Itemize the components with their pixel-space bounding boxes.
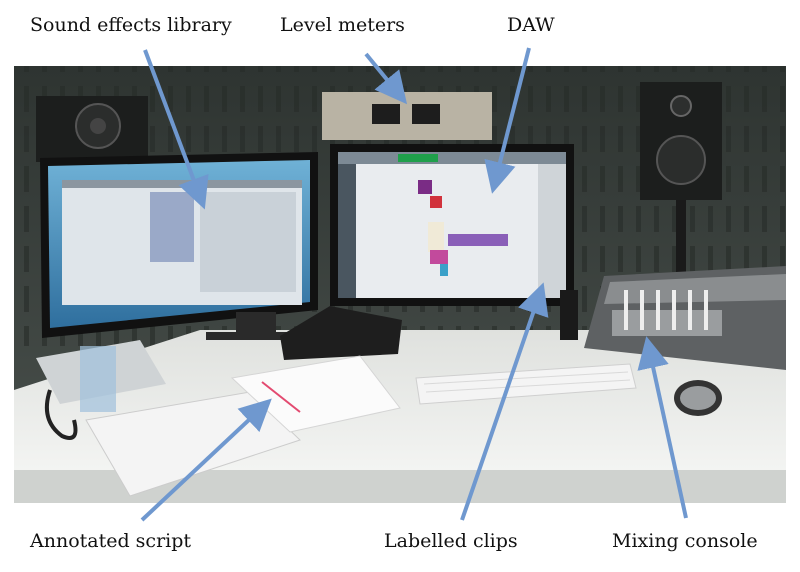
left-monitor	[40, 152, 318, 340]
label-level-meters: Level meters	[280, 14, 405, 36]
mouse	[674, 380, 722, 416]
left-speaker	[36, 96, 148, 162]
label-labelled-clips: Labelled clips	[384, 530, 518, 552]
phone	[36, 340, 166, 440]
right-monitor	[330, 144, 578, 340]
label-sound-effects-library: Sound effects library	[30, 14, 232, 36]
right-speaker	[640, 82, 722, 280]
label-mixing-console: Mixing console	[612, 530, 758, 552]
mixing-console	[584, 266, 786, 370]
control-surface	[280, 306, 402, 360]
level-meters-unit	[322, 92, 492, 140]
label-daw: DAW	[507, 14, 555, 36]
label-annotated-script: Annotated script	[30, 530, 192, 552]
